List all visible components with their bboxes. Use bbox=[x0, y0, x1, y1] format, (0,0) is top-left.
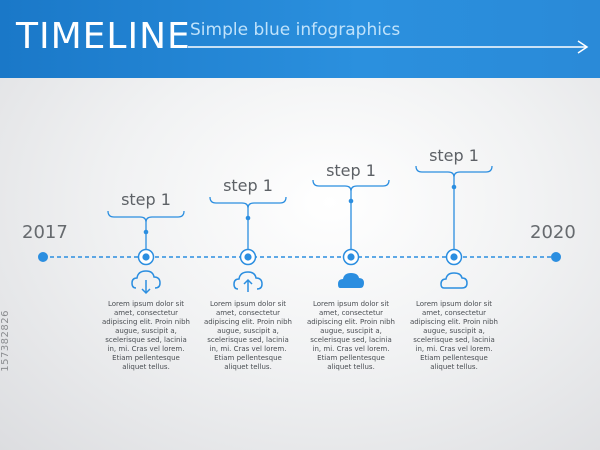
start-year: 2017 bbox=[22, 222, 68, 243]
side-id: 157382826 bbox=[0, 310, 11, 372]
cloud-outline-icon bbox=[440, 272, 468, 289]
header-band: TIMELINE Simple blue infographics bbox=[0, 0, 600, 78]
step-label: step 1 bbox=[223, 176, 273, 195]
step-label: step 1 bbox=[326, 161, 376, 180]
cloud-filled-icon bbox=[338, 273, 364, 288]
cloud-upload-icon bbox=[233, 271, 263, 292]
header-arrow-icon bbox=[188, 40, 589, 54]
step-marker bbox=[415, 165, 493, 266]
step-marker bbox=[312, 179, 390, 266]
step-label: step 1 bbox=[121, 190, 171, 209]
cloud-download-icon bbox=[131, 270, 161, 295]
timeline-start-dot bbox=[38, 252, 48, 262]
timeline-subtitle: Simple blue infographics bbox=[190, 20, 401, 40]
timeline-title: TIMELINE bbox=[16, 16, 191, 57]
step-marker bbox=[209, 196, 287, 266]
timeline-end-dot bbox=[551, 252, 561, 262]
end-year: 2020 bbox=[530, 222, 576, 243]
step-label: step 1 bbox=[429, 146, 479, 165]
step-marker bbox=[107, 210, 185, 266]
